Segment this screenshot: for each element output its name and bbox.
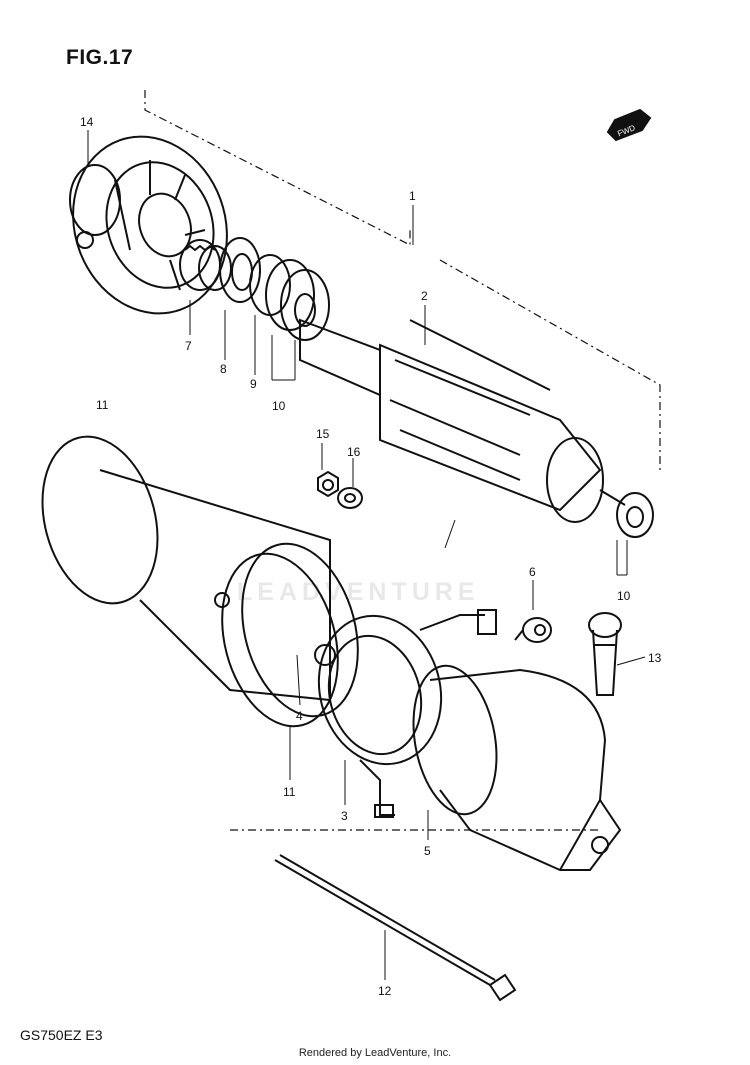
figure-title: FIG.17	[66, 46, 134, 69]
front-cover-part	[412, 664, 622, 872]
callout-3: 3	[341, 809, 348, 823]
callout-8: 8	[220, 362, 227, 376]
brush-holder-part	[317, 609, 497, 818]
callout-11b: 11	[283, 785, 296, 799]
model-code: GS750EZ E3	[20, 1027, 103, 1043]
callout-7: 7	[185, 339, 192, 353]
callout-13: 13	[648, 651, 662, 665]
callout-1: 1	[409, 189, 416, 203]
callout-10b: 10	[617, 589, 631, 603]
callout-6: 6	[529, 565, 536, 579]
callout-12: 12	[378, 984, 392, 998]
callout-10a: 10	[272, 399, 286, 413]
callout-11a: 11	[96, 398, 109, 412]
bolt-part	[588, 612, 622, 696]
callout-5: 5	[424, 844, 431, 858]
rear-cover-part	[69, 135, 228, 315]
callout-9: 9	[250, 377, 257, 391]
gear-and-washers	[179, 237, 330, 341]
callout-14: 14	[80, 115, 94, 129]
callout-labels: 14 1 2 7 8 9 10 11 15 16 6 10 13 4 11 3 …	[80, 115, 662, 998]
callout-2: 2	[421, 289, 428, 303]
armature-part	[299, 318, 654, 538]
through-bolt-part	[274, 854, 517, 1002]
forward-arrow-icon	[606, 108, 652, 142]
callout-15: 15	[316, 427, 330, 441]
terminal-clamp-part	[514, 617, 552, 643]
yoke-housing-part	[41, 435, 359, 728]
leader-lines	[87, 130, 646, 980]
watermark-text: LEADVENTURE	[237, 578, 480, 606]
callout-16: 16	[347, 445, 361, 459]
assembly-bracket	[144, 90, 661, 831]
callout-4: 4	[296, 709, 303, 723]
render-credit: Rendered by LeadVenture, Inc.	[298, 1047, 452, 1059]
nut-and-washer	[317, 470, 363, 509]
